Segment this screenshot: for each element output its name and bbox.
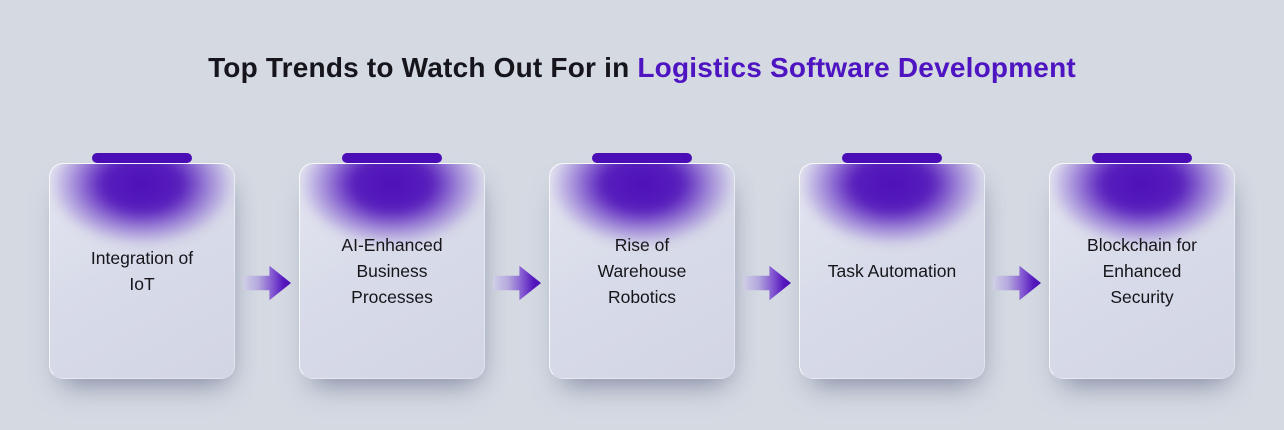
card-accent-bar <box>92 153 192 163</box>
card-label: Blockchain for Enhanced Security <box>1087 235 1197 307</box>
page-title-prefix: Top Trends to Watch Out For in <box>208 52 638 83</box>
card-surface: Integration of IoT <box>49 163 235 379</box>
card-surface: AI-Enhanced Business Processes <box>299 163 485 379</box>
card-accent-bar <box>592 153 692 163</box>
connector-4 <box>985 163 1049 379</box>
trend-card-ai-enhanced-processes: AI-Enhanced Business Processes <box>299 153 485 379</box>
card-glow <box>800 164 984 246</box>
connector-1 <box>235 163 299 379</box>
card-glow <box>50 164 234 246</box>
connector-2 <box>485 163 549 379</box>
arrow-right-icon <box>493 265 541 301</box>
card-accent-bar <box>1092 153 1192 163</box>
trends-row: Integration of IoT AI-Enhanced Business … <box>49 153 1235 379</box>
card-surface: Blockchain for Enhanced Security <box>1049 163 1235 379</box>
page-title-highlight: Logistics Software Development <box>637 52 1076 83</box>
card-accent-bar <box>842 153 942 163</box>
arrow-right-icon <box>743 265 791 301</box>
page-title: Top Trends to Watch Out For in Logistics… <box>0 52 1284 84</box>
card-label: Rise of Warehouse Robotics <box>597 235 687 307</box>
card-surface: Task Automation <box>799 163 985 379</box>
card-label: Integration of IoT <box>90 248 194 294</box>
card-label: Task Automation <box>827 261 957 281</box>
arrow-right-icon <box>993 265 1041 301</box>
trend-card-blockchain-security: Blockchain for Enhanced Security <box>1049 153 1235 379</box>
arrow-right-icon <box>243 265 291 301</box>
trend-card-integration-of-iot: Integration of IoT <box>49 153 235 379</box>
trend-card-warehouse-robotics: Rise of Warehouse Robotics <box>549 153 735 379</box>
card-surface: Rise of Warehouse Robotics <box>549 163 735 379</box>
connector-3 <box>735 163 799 379</box>
card-label: AI-Enhanced Business Processes <box>341 235 443 307</box>
trend-card-task-automation: Task Automation <box>799 153 985 379</box>
card-accent-bar <box>342 153 442 163</box>
